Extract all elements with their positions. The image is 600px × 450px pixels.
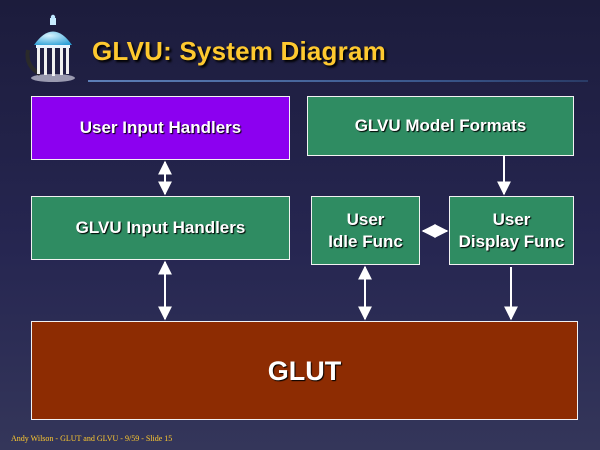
user-idle-func-line-1: User	[346, 209, 385, 229]
slide-title: GLVU: System Diagram	[92, 36, 386, 66]
glut-box: GLUT	[31, 321, 578, 420]
slide-footer: Andy Wilson - GLUT and GLVU - 9/59 - Sli…	[11, 434, 173, 443]
glvu-model-formats-box: GLVU Model Formats	[307, 96, 574, 156]
user-display-func-box: User Display Func	[449, 196, 574, 265]
user-input-handlers-box: User Input Handlers	[31, 96, 290, 160]
old-well-logo-icon	[25, 14, 75, 82]
user-display-func-line-2: Display Func	[458, 231, 565, 251]
user-idle-func-box: User Idle Func	[311, 196, 420, 265]
user-display-func-label: User Display Func	[459, 209, 565, 253]
glvu-input-handlers-label: GLVU Input Handlers	[75, 218, 246, 237]
glvu-model-formats-label: GLVU Model Formats	[354, 116, 527, 135]
glut-label: GLUT	[267, 355, 342, 386]
glvu-input-handlers-box: GLVU Input Handlers	[31, 196, 290, 260]
title-underline	[88, 80, 588, 82]
user-input-handlers-label: User Input Handlers	[79, 118, 242, 137]
user-idle-func-line-2: Idle Func	[328, 231, 403, 251]
user-display-func-line-1: User	[492, 209, 531, 229]
user-idle-func-label: User Idle Func	[328, 209, 403, 253]
